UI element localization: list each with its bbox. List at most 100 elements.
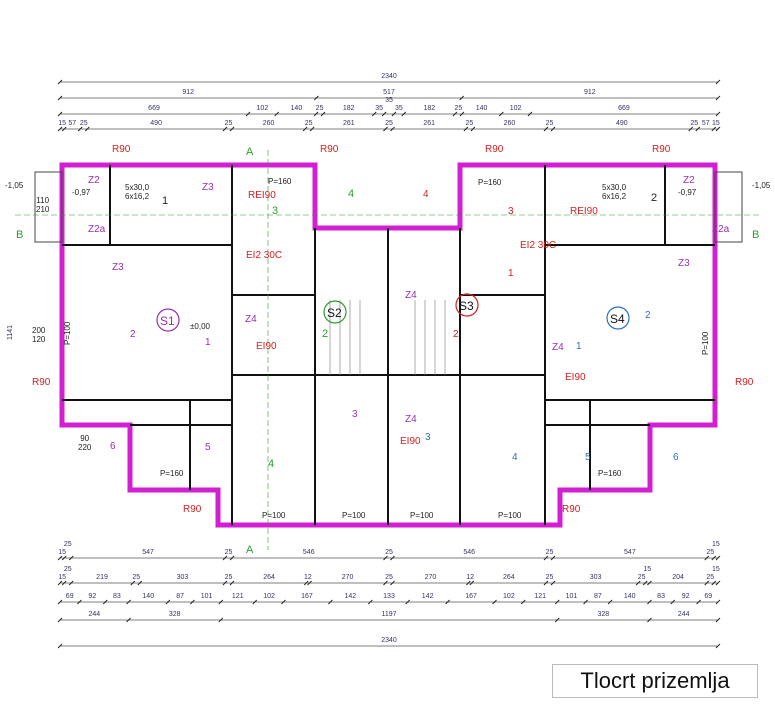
dimension-value: 264 [503,574,515,581]
dimension-tick [309,126,315,132]
room-number: 5 [205,442,211,453]
room-number: 3 [425,432,431,443]
stair-steps: 6x16,2 [125,192,150,201]
dimension-tick [583,599,588,605]
window-tag-left-entrance: 110 210 [36,196,50,214]
dimension-value: 303 [177,574,189,581]
dimension-tick [543,126,549,132]
dimension-tick [218,599,224,605]
interior-walls [62,165,715,525]
outer-wall [59,162,718,528]
dimension-tick [715,111,721,117]
dimension-value: 1197 [381,611,396,618]
dimension-value: 12 [466,574,474,581]
dimension-value: 182 [423,105,435,112]
dimension-tick [463,126,469,132]
dimension-tick [57,580,63,586]
dimension-value: 102 [257,105,269,112]
dimension-value: 264 [263,574,275,581]
dimension-tick [57,643,63,649]
dimension-value: 142 [422,593,434,600]
dimension-value: 102 [510,105,522,112]
dimension-tick [245,111,251,117]
room-number: 2 [130,329,136,340]
dimension-value: 167 [465,593,477,600]
side-dimension: 1141 [7,325,14,340]
dimension-value: 69 [704,593,712,600]
dimension-tick [102,599,108,605]
dimension-value: 490 [150,120,162,127]
dimension-value: 15 [712,541,720,548]
dimension-value: 303 [590,574,602,581]
dimension-value: 15 [58,574,66,581]
door-tag: P=160 [478,178,502,187]
room-number: 4 [268,458,274,470]
dimension-value: 25 [465,120,473,127]
dimension-value: 101 [201,593,213,600]
dimension-tick [550,555,556,561]
dimension-tick [711,126,717,132]
zone-label: Z4 [405,414,417,425]
dimension-value: 260 [263,120,275,127]
door-tag: P=160 [268,177,292,186]
dimension-value: 25 [305,120,313,127]
fire-rating: R90 [320,144,339,155]
room-number: 5 [585,452,591,463]
dimension-tick [57,555,63,561]
zone-label: Z4 [552,342,564,353]
dimension-value: 669 [148,105,160,112]
dimension-value: 102 [503,593,515,600]
dimension-tick [607,599,613,605]
dimension-tick [401,111,407,117]
dimension-value: 35 [375,105,383,112]
dimension-value: 12 [304,574,312,581]
room-number: 4 [512,452,518,463]
level-mark: -0,97 [72,188,91,197]
drawing-title: Tlocrt prizemlja [552,664,758,698]
dimension-tick [445,599,450,605]
dimension-tick [126,617,131,623]
dimension-tick [57,111,63,117]
dimension-tick [61,555,67,561]
dimension-tick [715,580,721,586]
dimension-tick [696,599,701,605]
dimension-value: 219 [96,574,108,581]
dimension-value: 2340 [381,73,397,80]
dimension-value: 140 [476,105,488,112]
dimension-tick [543,580,549,586]
dimension-value: 25 [546,574,554,581]
dimension-tick [222,126,228,132]
section-a-top: A [246,146,254,158]
dimension-tick [715,555,721,561]
dimension-tick [647,599,652,605]
room-number: 2 [645,310,651,321]
dimension-value: 140 [142,593,154,600]
dimension-tick [229,126,235,132]
zone-label: Z3 [202,182,214,193]
dimension-value: 260 [504,120,516,127]
fire-rating: R90 [112,144,131,155]
dimension-value: 15 [58,549,66,556]
dimension-tick [313,111,319,117]
level-mark: ±0,00 [190,322,211,331]
dimension-value: 167 [301,593,313,600]
dimension-value: 25 [706,574,714,581]
stairs-hatch [329,300,446,375]
room-number: 3 [352,409,358,420]
dimension-tick [252,599,258,605]
section-b-right: B [752,229,759,241]
dimension-tick [68,580,74,586]
level-mark: -1,05 [752,181,771,190]
dimension-tick [84,126,90,132]
dimension-tick [367,599,373,605]
dimension-value: 25 [225,120,233,127]
dimension-tick [459,95,465,101]
dimension-tick [57,599,63,605]
room-number: 1 [205,337,211,348]
zone-label: Z3 [678,258,690,269]
zone-label: Z2 [88,175,100,186]
dimension-value: 25 [225,574,233,581]
dimension-value: 140 [291,105,303,112]
dimension-value: 912 [182,89,194,96]
